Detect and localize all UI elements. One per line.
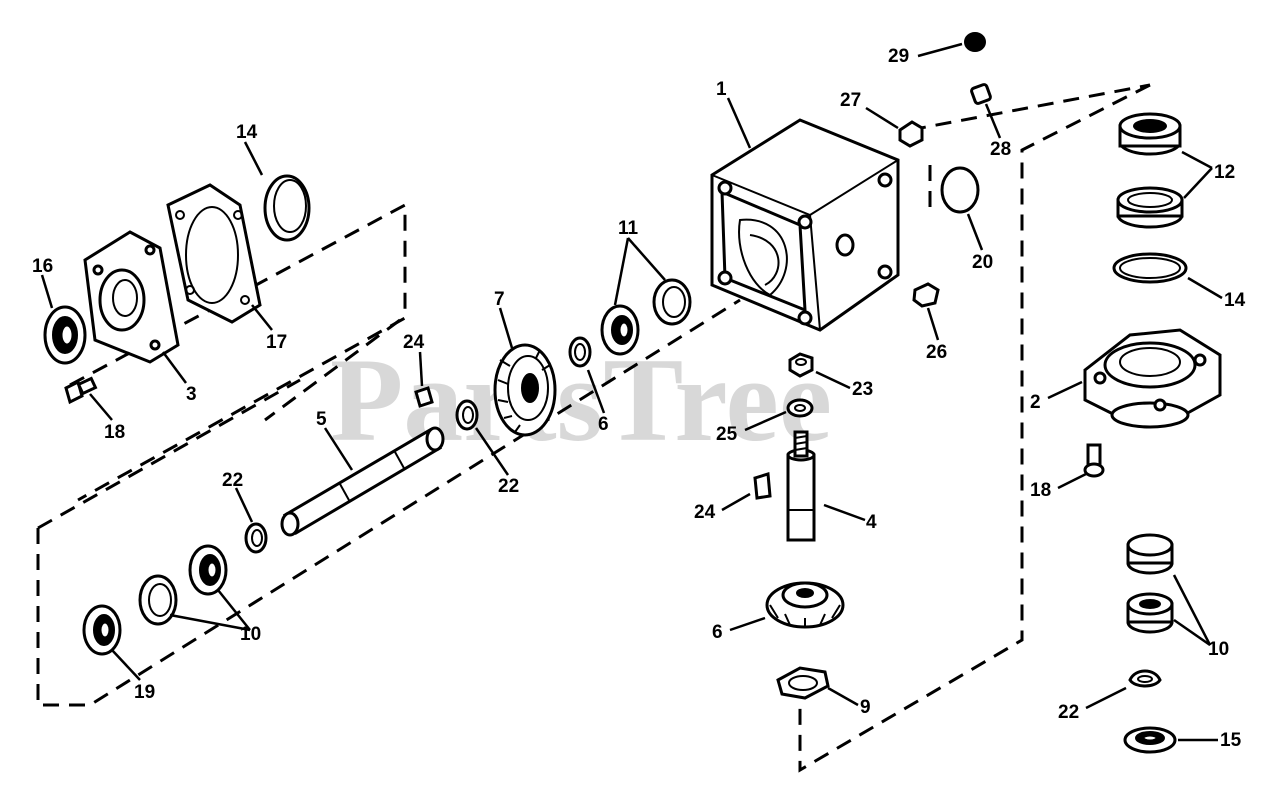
callout-18-right: 18: [1030, 480, 1051, 501]
callout-14-right: 14: [1224, 290, 1246, 311]
callout-24-left: 24: [403, 332, 425, 353]
callout-29: 29: [888, 46, 909, 67]
callout-10-left: 10: [240, 624, 261, 645]
callout-7: 7: [494, 289, 505, 310]
part-4-vertical-shaft[interactable]: [786, 430, 816, 542]
part-10-bearing-set-right[interactable]: [1126, 533, 1174, 634]
callout-22-left: 22: [222, 470, 243, 491]
part-17-gasket[interactable]: [166, 183, 262, 324]
part-14-ring-left[interactable]: [263, 174, 311, 242]
part-24-key-right[interactable]: [753, 472, 772, 500]
part-1-gear-housing[interactable]: [710, 118, 900, 332]
callout-5: 5: [316, 409, 327, 430]
callout-17: 17: [266, 332, 287, 353]
callout-6-lower: 6: [712, 622, 723, 643]
part-24-key-left[interactable]: [414, 386, 434, 408]
part-20-cap[interactable]: [940, 166, 980, 214]
part-18-screw-right[interactable]: [1083, 443, 1105, 478]
callout-19: 19: [134, 682, 155, 703]
callout-23: 23: [852, 379, 873, 400]
part-25-washer[interactable]: [786, 398, 814, 418]
part-15-seal[interactable]: [1123, 726, 1177, 754]
part-27-fitting[interactable]: [898, 120, 924, 148]
part-10-bearing-set-left[interactable]: [138, 544, 228, 626]
part-23-nut[interactable]: [788, 352, 814, 378]
part-8-washer[interactable]: [568, 336, 592, 368]
callout-6-upper: 6: [598, 414, 609, 435]
part-5-shaft[interactable]: [280, 426, 445, 537]
callout-1: 1: [716, 79, 727, 100]
callout-26: 26: [926, 342, 947, 363]
callout-22-right: 22: [1058, 702, 1079, 723]
part-3-end-plate[interactable]: [83, 230, 180, 364]
callout-15: 15: [1220, 730, 1242, 751]
callout-9: 9: [860, 697, 871, 718]
part-16-seal[interactable]: [43, 305, 87, 365]
callout-11: 11: [618, 218, 639, 239]
part-22-snap-ring-right[interactable]: [1128, 669, 1162, 688]
callout-22-middle: 22: [498, 476, 519, 497]
part-18-screw-left[interactable]: [64, 376, 98, 405]
leader-lines: [40, 42, 1223, 742]
part-29-vent[interactable]: [964, 32, 986, 52]
callout-24-right: 24: [694, 502, 716, 523]
part-2-flange-cover[interactable]: [1083, 328, 1222, 429]
part-9-washer[interactable]: [776, 666, 830, 700]
callout-12: 12: [1214, 162, 1235, 183]
part-14-ring-right[interactable]: [1112, 252, 1188, 284]
callout-20: 20: [972, 252, 993, 273]
callout-27: 27: [840, 90, 861, 111]
callout-25: 25: [716, 424, 738, 445]
part-12-bearing-set[interactable]: [1116, 112, 1184, 229]
part-26-plug[interactable]: [912, 282, 940, 308]
callout-28: 28: [990, 139, 1011, 160]
part-22-snap-ring-middle[interactable]: [455, 399, 479, 431]
part-6-bevel-gear[interactable]: [765, 581, 845, 629]
callout-10-right: 10: [1208, 639, 1229, 660]
part-22-snap-ring-left[interactable]: [244, 522, 268, 554]
part-7-bevel-gear[interactable]: [493, 343, 557, 437]
callout-18-left: 18: [104, 422, 125, 443]
part-11-bearing-set[interactable]: [600, 278, 692, 356]
callout-3: 3: [186, 384, 197, 405]
callout-16: 16: [32, 256, 53, 277]
callout-4: 4: [866, 512, 877, 533]
part-19-seal[interactable]: [82, 604, 122, 656]
callout-14-left: 14: [236, 122, 258, 143]
callout-labels: 1 2 3 4 5 6 6 7 9 10 10 11 12 14 14 15 1…: [32, 46, 1246, 751]
callout-2: 2: [1030, 392, 1041, 413]
part-28-plug[interactable]: [970, 83, 992, 105]
